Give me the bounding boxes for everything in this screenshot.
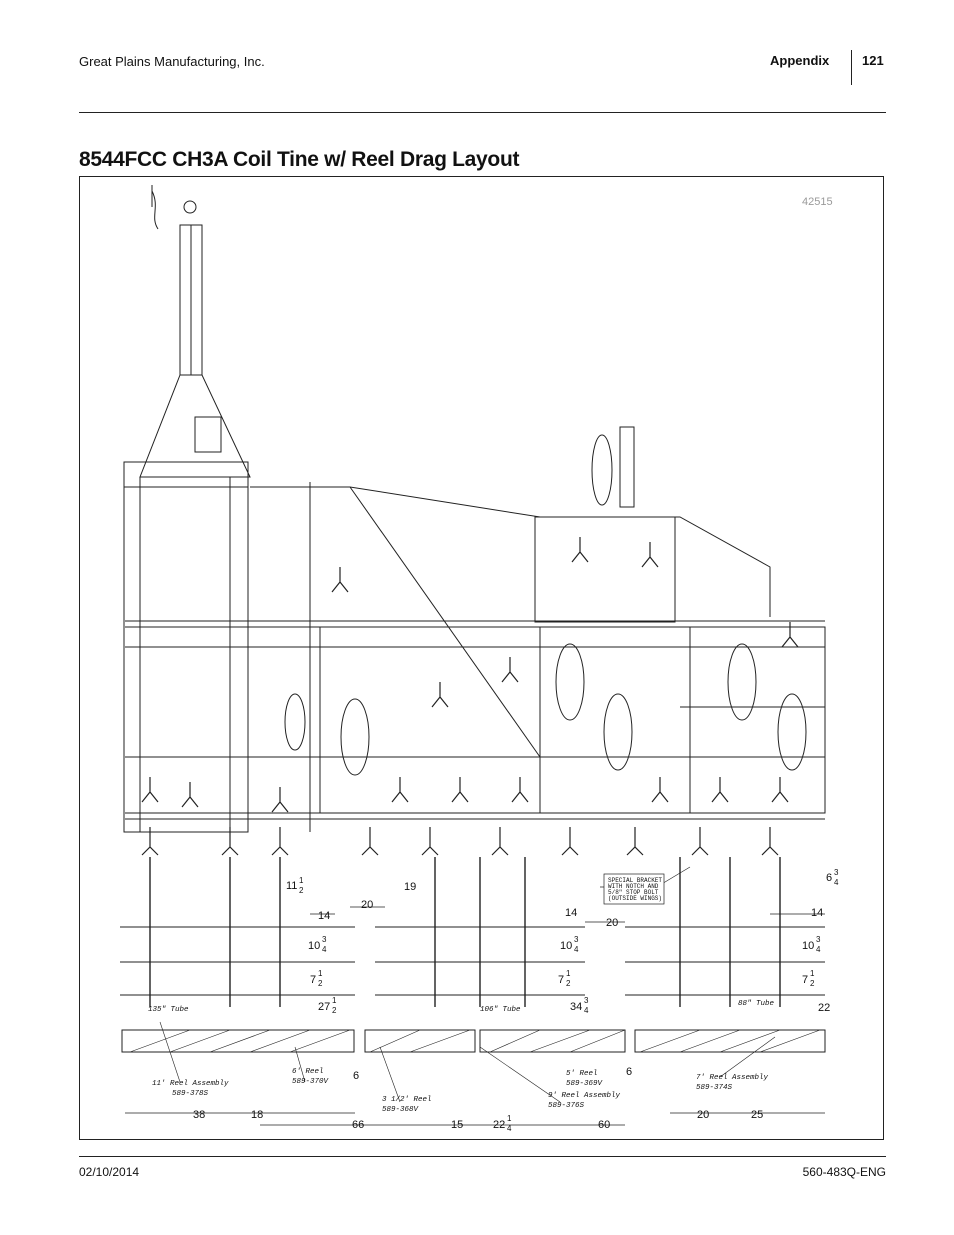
- dim-34: 34: [570, 1001, 582, 1013]
- dim-7-b-num: 1: [566, 969, 571, 978]
- dim-7-c: 7: [802, 974, 808, 986]
- dim-10-a-den: 4: [322, 945, 327, 954]
- special-note-line-3: 5/8" STOP BOLT: [608, 889, 659, 896]
- reel-3-5-part: 589-368V: [382, 1106, 420, 1114]
- dim-14-c: 14: [811, 907, 823, 919]
- tube-label-88: 88" Tube: [738, 1000, 775, 1008]
- dim-20-c: 20: [697, 1109, 709, 1121]
- dim-6-right-num: 3: [834, 868, 839, 877]
- layout-diagram: 42515 SPECIAL BRACKET WITH NOTCH AND 5/8…: [79, 176, 884, 1140]
- figure-id: 42515: [802, 196, 833, 208]
- dim-22-b-num: 1: [507, 1114, 512, 1123]
- dim-25: 25: [751, 1109, 763, 1121]
- company-name: Great Plains Manufacturing, Inc.: [79, 54, 265, 69]
- dim-66: 66: [352, 1119, 364, 1131]
- footer-rule: [79, 1156, 886, 1157]
- dim-7-a-num: 1: [318, 969, 323, 978]
- dim-27-num: 1: [332, 996, 337, 1005]
- dim-10-c: 10: [802, 940, 814, 952]
- diagram-drawing: 42515 SPECIAL BRACKET WITH NOTCH AND 5/8…: [120, 185, 839, 1133]
- special-note-line-2: WITH NOTCH AND: [608, 883, 659, 890]
- dim-34-num: 3: [584, 996, 589, 1005]
- dim-19: 19: [404, 881, 416, 893]
- dim-7-b-den: 2: [566, 979, 571, 988]
- dim-11-den: 2: [299, 886, 304, 895]
- dim-7-b: 7: [558, 974, 564, 986]
- header-separator: [851, 50, 852, 85]
- dimension-labels: 11 1 2 19 20 14 14 20 14 6 3 4 10 3 4 10…: [193, 868, 839, 1133]
- dim-10-b-den: 4: [574, 945, 579, 954]
- dim-22-b: 22: [493, 1119, 505, 1131]
- dim-27-den: 2: [332, 1006, 337, 1015]
- footer-date: 02/10/2014: [79, 1165, 140, 1179]
- dim-20-b: 20: [606, 917, 618, 929]
- special-note-line-4: (OUTSIDE WINGS): [608, 895, 662, 902]
- dim-10-a-num: 3: [322, 935, 327, 944]
- reel-3-5-name: 3 1/2' Reel: [382, 1096, 432, 1104]
- dim-11-num: 1: [299, 876, 304, 885]
- dim-18: 18: [251, 1109, 263, 1121]
- special-note-line-1: SPECIAL BRACKET: [608, 877, 662, 884]
- tube-label-106: 106" Tube: [480, 1006, 521, 1014]
- dim-10-c-den: 4: [816, 945, 821, 954]
- page-title: 8544FCC CH3A Coil Tine w/ Reel Drag Layo…: [79, 148, 520, 171]
- dim-15: 15: [451, 1119, 463, 1131]
- dim-10-c-num: 3: [816, 935, 821, 944]
- dim-22: 22: [818, 1002, 830, 1014]
- dim-11-whole: 11: [286, 880, 297, 892]
- dim-6-right: 6: [826, 872, 832, 884]
- reel-6-part: 589-370V: [292, 1078, 330, 1086]
- reel-11-part: 589-378S: [172, 1090, 209, 1098]
- dim-60: 60: [598, 1119, 610, 1131]
- dim-7-a-den: 2: [318, 979, 323, 988]
- dim-14-a: 14: [318, 910, 330, 922]
- dim-34-den: 4: [584, 1006, 589, 1015]
- reel-7-name: 7' Reel Assembly: [696, 1074, 769, 1082]
- reel-9-part: 589-376S: [548, 1102, 585, 1110]
- reel-11-name: 11' Reel Assembly: [152, 1080, 229, 1088]
- section-name: Appendix: [770, 53, 830, 68]
- dim-20-a: 20: [361, 899, 373, 911]
- dim-27: 27: [318, 1001, 330, 1013]
- tube-label-135: 135" Tube: [148, 1006, 189, 1014]
- dim-38: 38: [193, 1109, 205, 1121]
- footer-doc-number: 560-483Q-ENG: [802, 1165, 886, 1179]
- dim-14-b: 14: [565, 907, 577, 919]
- dim-7-c-den: 2: [810, 979, 815, 988]
- page-number: 121: [862, 53, 884, 68]
- dim-6-right-den: 4: [834, 878, 839, 887]
- dim-6-b: 6: [626, 1066, 632, 1078]
- dim-7-a: 7: [310, 974, 316, 986]
- dim-22-b-den: 4: [507, 1124, 512, 1133]
- dim-10-a: 10: [308, 940, 320, 952]
- dim-10-b-num: 3: [574, 935, 579, 944]
- reel-7-part: 589-374S: [696, 1084, 733, 1092]
- reel-5-name: 5' Reel: [566, 1070, 598, 1078]
- dim-7-c-num: 1: [810, 969, 815, 978]
- header-rule: [79, 112, 886, 113]
- reel-6-name: 6' Reel: [292, 1068, 324, 1076]
- dim-6-a: 6: [353, 1070, 359, 1082]
- reel-9-name: 9' Reel Assembly: [548, 1092, 621, 1100]
- reel-5-part: 589-369V: [566, 1080, 604, 1088]
- dim-10-b: 10: [560, 940, 572, 952]
